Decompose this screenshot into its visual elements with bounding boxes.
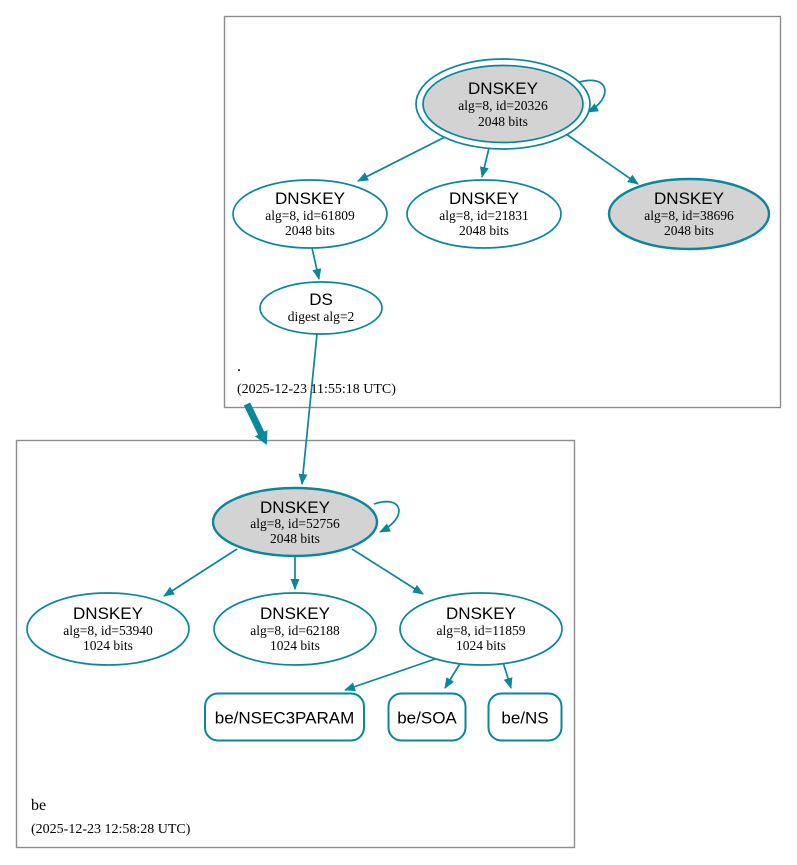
edge-root-zone-to-be-zone-delegation [243,402,268,445]
rrset-node-soa[interactable]: be/SOA [387,692,467,742]
dnskey-11859-bits: 1024 bits [456,638,506,653]
dnskey-node-61809[interactable]: DNSKEY alg=8, id=61809 2048 bits [232,179,388,249]
dnskey-21831-shape [406,179,562,249]
ds-digest: digest alg=2 [288,309,354,324]
root-zone-label: . [237,358,241,375]
rrset-nsec3param-shape [204,692,365,742]
dnskey-21831-title: DNSKEY [449,189,519,208]
dnskey-11859-shape [399,592,563,666]
dnskey-62188-bits: 1024 bits [270,638,320,653]
dnskey-53940-title: DNSKEY [73,604,143,623]
dnskey-62188-alg: alg=8, id=62188 [250,623,340,638]
be-zone-timestamp: (2025-12-23 12:58:28 UTC) [31,822,191,837]
dnskey-38696-title: DNSKEY [654,189,724,208]
dnskey-52756-bits: 2048 bits [270,531,320,546]
dnskey-61809-shape [232,179,388,249]
dnskey-61809-alg: alg=8, id=61809 [265,208,355,223]
dnskey-20326-shape [422,64,584,144]
root-zone-box [223,15,782,409]
dnskey-node-21831[interactable]: DNSKEY alg=8, id=21831 2048 bits [406,179,562,249]
dnskey-53940-shape [26,592,190,666]
edge-be-ksk-to-zsk11859 [351,548,424,595]
dnskey-node-53940[interactable]: DNSKEY alg=8, id=53940 1024 bits [26,592,190,666]
dnskey-61809-title: DNSKEY [275,189,345,208]
edge-root-ksk-to-zsk21831 [479,147,490,178]
dnskey-21831-bits: 2048 bits [459,223,509,238]
rrset-node-ns[interactable]: be/NS [487,692,563,742]
rrset-ns-shape [487,692,563,742]
be-zone-box [15,439,576,849]
rrset-soa-shape [387,692,467,742]
edge-ds-to-be-ksk [298,333,318,485]
edge-zsk11859-to-nsec3param [344,657,439,692]
dnskey-node-62188[interactable]: DNSKEY alg=8, id=62188 1024 bits [213,592,377,666]
edge-zsk61809-to-ds [311,247,322,280]
rrset-ns-label: be/NS [501,709,548,728]
dnskey-38696-shape [607,177,771,251]
dnskey-62188-title: DNSKEY [260,604,330,623]
edge-root-ksk-self-sign [575,79,606,113]
dnskey-52756-shape [211,486,379,558]
dnskey-61809-bits: 2048 bits [285,223,335,238]
dnskey-38696-bits: 2048 bits [664,223,714,238]
dnskey-node-52756-ksk[interactable]: DNSKEY alg=8, id=52756 2048 bits [211,486,379,558]
dnskey-20326-alg: alg=8, id=20326 [458,98,548,113]
rrset-soa-label: be/SOA [397,709,457,728]
dnskey-53940-bits: 1024 bits [83,638,133,653]
be-zone-label: be [31,797,46,814]
dnskey-21831-alg: alg=8, id=21831 [439,208,528,223]
edge-root-ksk-to-zsk38696 [565,133,639,185]
dnskey-52756-alg: alg=8, id=52756 [250,516,340,531]
dnskey-20326-bits: 2048 bits [478,114,528,129]
dnskey-node-38696[interactable]: DNSKEY alg=8, id=38696 2048 bits [607,177,771,251]
edge-be-ksk-to-zsk53940 [163,548,238,597]
edge-be-ksk-self-sign [373,500,400,533]
dnskey-53940-alg: alg=8, id=53940 [63,623,153,638]
dnskey-62188-shape [213,592,377,666]
dnskey-11859-title: DNSKEY [446,604,516,623]
dnskey-20326-title: DNSKEY [468,79,538,98]
dnskey-38696-alg: alg=8, id=38696 [644,208,734,223]
root-zone-timestamp: (2025-12-23 11:55:18 UTC) [237,382,396,397]
ds-title: DS [309,290,333,309]
rrset-nsec3param-label: be/NSEC3PARAM [215,709,355,728]
ds-shape [259,281,383,335]
dnskey-52756-title: DNSKEY [260,498,330,517]
dnskey-node-11859[interactable]: DNSKEY alg=8, id=11859 1024 bits [399,592,563,666]
dnskey-node-20326-ksk[interactable]: DNSKEY alg=8, id=20326 2048 bits [415,58,591,150]
edge-zsk11859-to-soa [444,661,462,689]
edge-root-ksk-to-zsk61809 [357,136,446,182]
rrset-node-nsec3param[interactable]: be/NSEC3PARAM [204,692,365,742]
dnskey-11859-alg: alg=8, id=11859 [437,623,526,638]
ds-node[interactable]: DS digest alg=2 [259,281,383,335]
